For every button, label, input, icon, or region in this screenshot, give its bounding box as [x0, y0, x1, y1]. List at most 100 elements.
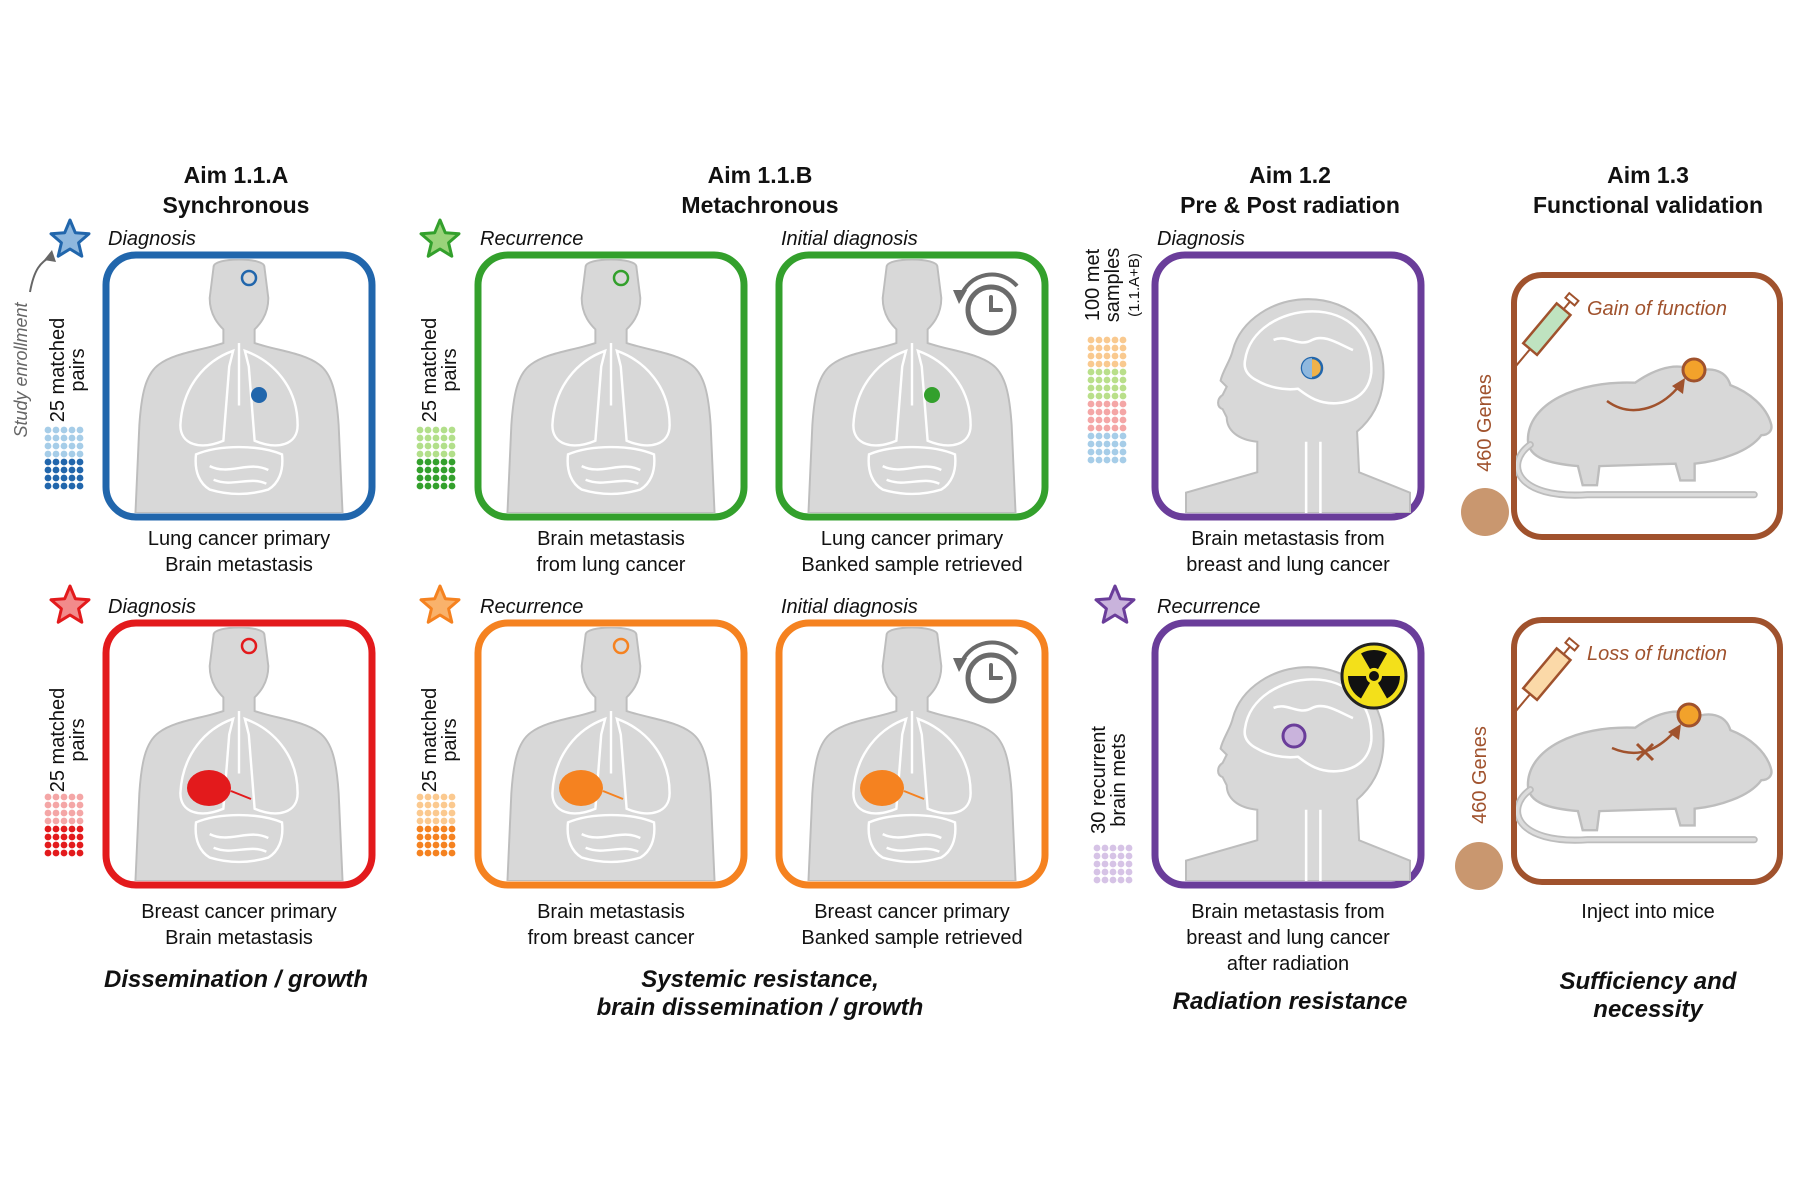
sample-dot [52, 442, 60, 450]
sample-dot [1093, 852, 1101, 860]
sample-dot [448, 801, 456, 809]
stage-label: Diagnosis [1157, 228, 1245, 250]
panel-caption: Brain metastasis [537, 528, 685, 550]
tumor-line [602, 790, 624, 800]
sample-dot [1093, 860, 1101, 868]
sample-dot [448, 841, 456, 849]
sample-dot [60, 442, 68, 450]
sample-dot [440, 849, 448, 857]
sample-count-label: 25 matched [419, 318, 441, 423]
sample-dot [44, 825, 52, 833]
sample-dot [52, 450, 60, 458]
sample-dot [1125, 876, 1133, 884]
sample-count-label: samples [1102, 248, 1124, 322]
sample-dot [432, 793, 440, 801]
lung-tumor [251, 387, 267, 403]
sample-dot [440, 841, 448, 849]
sample-dot [440, 434, 448, 442]
sample-dot [1095, 440, 1103, 448]
panel-caption: breast and lung cancer [1186, 927, 1390, 949]
stage-label: Recurrence [480, 228, 583, 250]
syringe-icon [1513, 291, 1580, 369]
sample-dot [448, 833, 456, 841]
sample-dot [432, 817, 440, 825]
sample-dot [68, 849, 76, 857]
sample-dot [424, 801, 432, 809]
panel-caption: from breast cancer [528, 927, 695, 949]
sample-dot [432, 442, 440, 450]
clock-hands [989, 295, 1003, 312]
sample-dot [416, 466, 424, 474]
sample-dot [44, 849, 52, 857]
sample-dot [1119, 400, 1127, 408]
function-label: Loss of function [1587, 643, 1727, 665]
sample-dot [432, 474, 440, 482]
syringe-icon [1513, 636, 1580, 714]
sample-dot [44, 482, 52, 490]
sample-dot [1125, 852, 1133, 860]
panel-caption: Lung cancer primary [148, 528, 330, 550]
sample-dot [68, 434, 76, 442]
sample-dot [1125, 860, 1133, 868]
star-icon [419, 218, 461, 258]
sample-dot [1087, 400, 1095, 408]
sample-dots-light [44, 426, 84, 458]
sample-dot [44, 474, 52, 482]
sample-dot [1087, 424, 1095, 432]
sample-dot [68, 482, 76, 490]
brain-met-marker [612, 637, 630, 655]
sample-dot [76, 450, 84, 458]
sample-dot [440, 458, 448, 466]
sample-dot [440, 801, 448, 809]
panel-caption: Brain metastasis [165, 927, 313, 949]
sample-dot [432, 450, 440, 458]
sample-dot [60, 817, 68, 825]
sample-dot [68, 426, 76, 434]
sample-dot [416, 426, 424, 434]
breast-tumor [559, 770, 603, 806]
sample-dot [440, 817, 448, 825]
sample-dot [68, 817, 76, 825]
sample-dot [1095, 376, 1103, 384]
sample-dot [68, 825, 76, 833]
sample-dot [68, 809, 76, 817]
sample-dots-light [416, 793, 456, 825]
sample-dot [440, 793, 448, 801]
sample-dot [424, 841, 432, 849]
sample-dot [68, 466, 76, 474]
radiation-icon [1340, 642, 1408, 710]
sample-dot [1111, 400, 1119, 408]
sample-dot [52, 817, 60, 825]
sample-count-label: 25 matched [419, 688, 441, 793]
sample-dot [440, 450, 448, 458]
sample-dot [1119, 440, 1127, 448]
panel-4 [1151, 251, 1425, 521]
sample-dot [448, 849, 456, 857]
aim-title: Aim 1.1.A [184, 162, 289, 188]
sample-dot [1111, 336, 1119, 344]
sample-dot [1087, 432, 1095, 440]
sample-dot [60, 450, 68, 458]
sample-dot [448, 817, 456, 825]
sample-dot [1119, 432, 1127, 440]
sample-dot [52, 434, 60, 442]
sample-dot [52, 426, 60, 434]
sample-dot [1087, 344, 1095, 352]
sample-dot [1103, 360, 1111, 368]
stage-label: Recurrence [480, 596, 583, 618]
sample-dot [424, 482, 432, 490]
sample-dot [1111, 376, 1119, 384]
sample-dot [76, 825, 84, 833]
sample-dot [1103, 344, 1111, 352]
sample-dot [440, 482, 448, 490]
sample-dot [1093, 868, 1101, 876]
sample-dot [416, 474, 424, 482]
sample-dot [432, 466, 440, 474]
aim-title: Aim 1.2 [1249, 162, 1331, 188]
sample-dot [1111, 416, 1119, 424]
function-label: Gain of function [1587, 298, 1727, 320]
sample-dot [1103, 456, 1111, 464]
brain-met-marker [240, 269, 258, 287]
mouse-panel-2: Loss of function [1511, 617, 1783, 885]
sample-dot [448, 450, 456, 458]
